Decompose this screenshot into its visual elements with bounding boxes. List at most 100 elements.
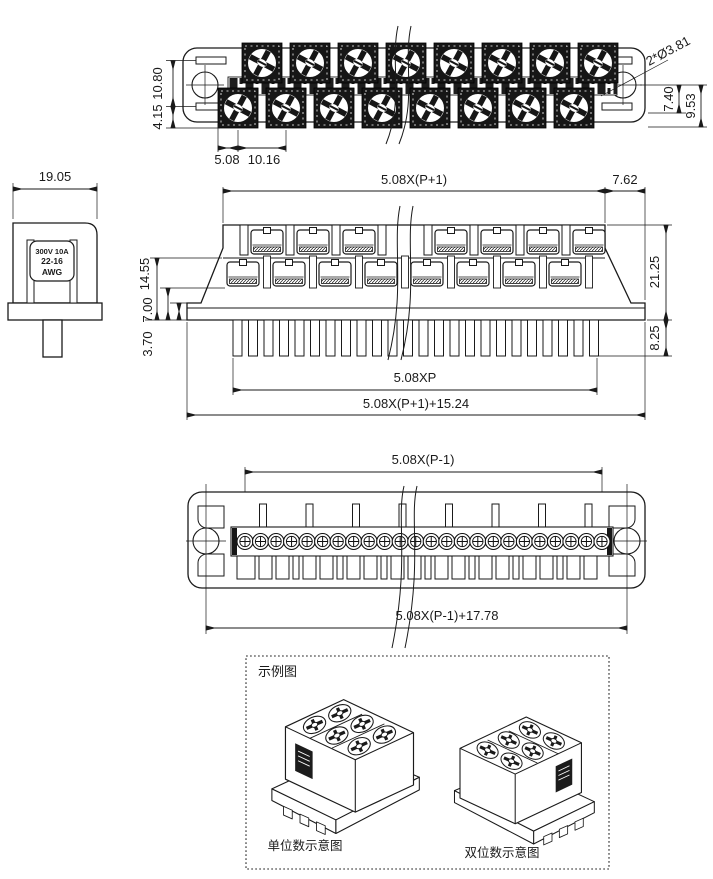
- wire-slot: [380, 555, 388, 580]
- wire-clamp: [572, 226, 606, 255]
- solder-pin: [279, 319, 289, 357]
- wire-clamp: [272, 258, 306, 287]
- dim-pin-span: 5.08XP: [394, 370, 437, 385]
- partition-channel: [493, 255, 501, 289]
- screw-circle: [391, 532, 409, 551]
- screw-terminal: [457, 87, 499, 129]
- screw-circle: [593, 532, 611, 551]
- screw-circle: [251, 532, 270, 551]
- wire-clamp: [342, 226, 376, 255]
- solder-pin: [341, 319, 351, 357]
- wire-slot: [495, 555, 510, 580]
- dim-right-outer: 9.53: [683, 93, 698, 118]
- screw-terminal: [409, 87, 451, 129]
- wire-slot: [275, 555, 290, 580]
- solder-pin: [589, 319, 599, 357]
- barrier-tab: [445, 503, 453, 528]
- screw-circle: [376, 532, 394, 551]
- wire-slot: [302, 555, 317, 580]
- screw-terminal: [529, 42, 571, 84]
- dim-screw-span: 5.08X(P-1): [392, 452, 455, 467]
- partition-slot: [423, 224, 433, 256]
- screw-circle: [314, 532, 332, 551]
- dim-side-width: 19.05: [39, 169, 72, 184]
- rating-line-3: AWG: [42, 267, 63, 277]
- partition-slot: [377, 224, 387, 256]
- wire-slot: [468, 555, 476, 580]
- partition-slot: [239, 224, 249, 256]
- screw-terminal: [481, 42, 523, 84]
- solder-pin: [310, 319, 320, 357]
- dim-pitch-half: 5.08: [214, 152, 239, 167]
- wire-clamp: [434, 226, 468, 255]
- solder-pin: [232, 319, 243, 357]
- screw-circle: [531, 532, 549, 551]
- dim-left-lower: 3.70: [140, 331, 155, 356]
- screw-terminal: [217, 87, 259, 129]
- screw-terminal: [577, 42, 619, 84]
- partition-channel: [309, 255, 317, 289]
- screw-circle: [407, 532, 425, 551]
- barrier-tab: [584, 503, 593, 528]
- band-end: [232, 528, 237, 555]
- bottom-view: 5.08X(P-1) 5.08X(P-1)+17.78: [185, 452, 648, 649]
- dim-left-mid: 7.00: [140, 297, 155, 322]
- wire-clamp: [410, 258, 444, 287]
- screw-circle: [546, 532, 564, 551]
- wire-slot: [566, 555, 581, 580]
- rating-label: [29, 240, 75, 282]
- screw-circle: [500, 532, 518, 551]
- dim-top-span: 5.08X(P+1): [381, 172, 447, 187]
- screw-terminal: [553, 87, 595, 129]
- solder-pin: [511, 319, 522, 357]
- screw-terminal: [505, 87, 547, 129]
- wire-slot: [336, 555, 344, 580]
- solder-pin: [527, 319, 537, 357]
- wire-slot: [512, 555, 520, 580]
- solder-pin: [356, 319, 367, 357]
- bottom-view-slots: [236, 555, 598, 580]
- partition-channel: [447, 255, 455, 289]
- wire-clamp: [226, 258, 260, 287]
- wire-slot: [346, 555, 361, 580]
- partition-slot: [515, 224, 525, 256]
- wire-slot: [539, 555, 554, 580]
- example-box: 示例图 单位数示意图 双位数示意图: [245, 655, 610, 870]
- screw-circle: [345, 532, 363, 551]
- screw-circle: [562, 532, 580, 551]
- screw-circle: [438, 532, 456, 551]
- screw-terminal: [289, 42, 331, 84]
- barrier-tab: [538, 503, 546, 528]
- wire-clamp: [480, 226, 514, 255]
- solder-pin: [496, 319, 506, 357]
- solder-pin: [542, 319, 553, 357]
- solder-pin: [573, 319, 584, 357]
- screw-circle: [267, 532, 285, 551]
- screw-circle: [577, 532, 595, 551]
- solder-pin: [465, 319, 475, 357]
- wire-slot: [236, 555, 256, 580]
- break-line: [387, 205, 401, 361]
- break-line: [400, 205, 414, 361]
- screw-terminal: [385, 42, 427, 84]
- solder-pin: [248, 319, 258, 357]
- side-view-flange: [7, 302, 103, 321]
- partition-slot: [561, 224, 571, 256]
- screw-circle: [469, 532, 487, 551]
- wire-clamp: [318, 258, 352, 287]
- solder-pin: [449, 319, 460, 357]
- partition-channel: [263, 255, 271, 289]
- barrier-tab: [259, 503, 267, 528]
- dim-pin-length: 8.25: [647, 325, 662, 350]
- side-view-pin: [42, 319, 63, 358]
- wire-slot: [478, 555, 493, 580]
- partition-channel: [401, 255, 409, 289]
- partition-channel: [539, 255, 547, 289]
- caption-single: 单位数示意图: [267, 838, 342, 853]
- dim-pitch: 10.16: [248, 152, 281, 167]
- partition-slot: [469, 224, 479, 256]
- screw-terminal: [313, 87, 355, 129]
- dim-height-upper: 10.80: [150, 67, 165, 100]
- wire-slot: [319, 555, 334, 580]
